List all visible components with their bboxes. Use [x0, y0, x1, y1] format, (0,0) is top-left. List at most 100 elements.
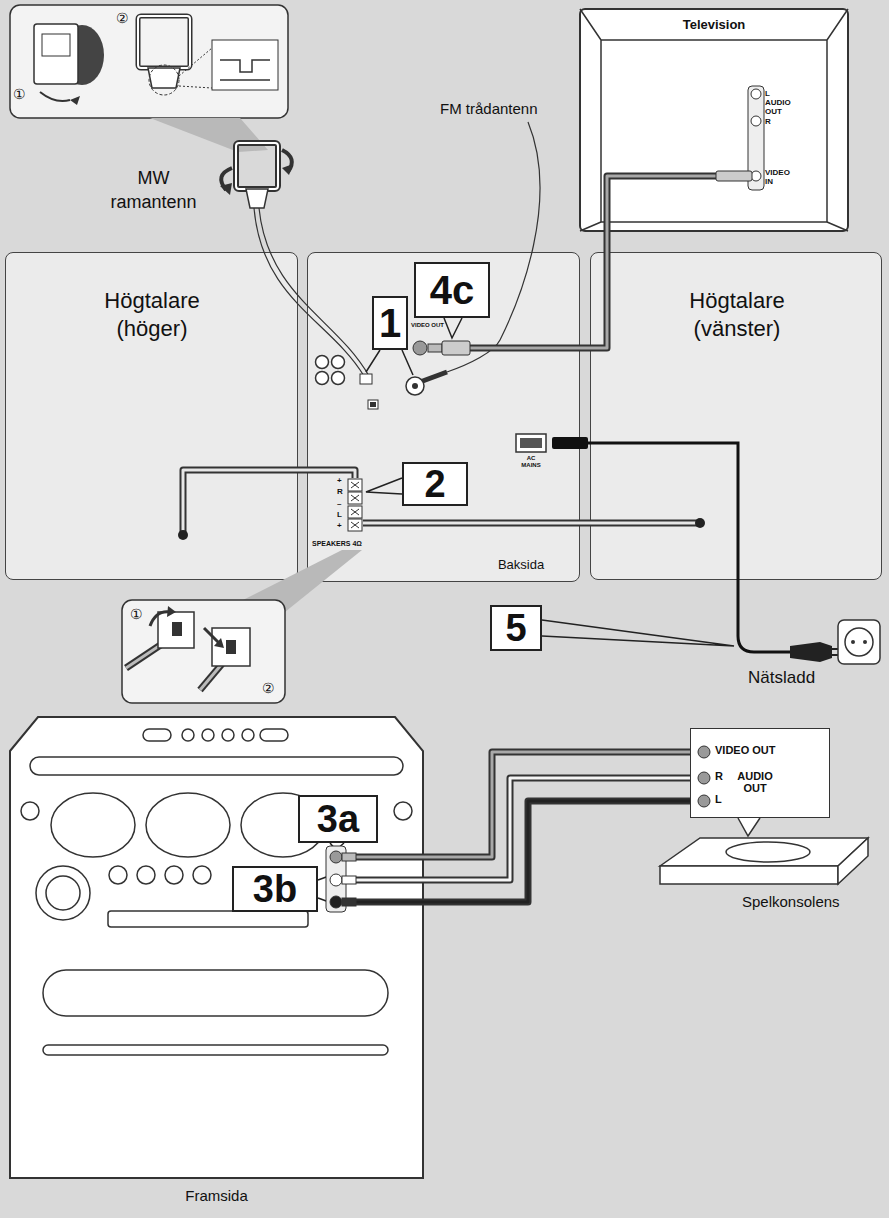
front-jacks-path	[356, 879, 425, 882]
rear-panel-details-rect	[516, 434, 546, 452]
speaker-wires-path	[307, 470, 355, 478]
terminal-label: +	[337, 476, 342, 486]
callout-pointers-path	[366, 350, 413, 375]
rear-panel-details-circle	[332, 356, 345, 369]
cable-connector-path	[425, 801, 690, 902]
jack-label: VIDEO OUT	[411, 322, 444, 329]
front-jacks-path	[356, 856, 425, 859]
speaker-wires-path	[363, 522, 580, 525]
jack-label-holder: R	[765, 117, 771, 126]
rear-panel-details-rect	[442, 341, 470, 355]
node-text-holder: Television	[579, 17, 849, 33]
terminal-label: +	[337, 521, 342, 531]
tv-jacks-path	[607, 176, 716, 232]
antenna-inset-ellipse	[60, 25, 104, 85]
speaker-box: Högtalare (vänster)	[590, 252, 882, 580]
callout-number: 3a	[298, 795, 378, 843]
socket-label-holder: AC MAINS	[519, 455, 543, 469]
rear-panel-details-rect	[348, 506, 362, 518]
rear-panel-details-rect	[368, 400, 378, 409]
jack-label-holder: L	[765, 89, 770, 98]
rear-panel-details-circle	[851, 640, 855, 644]
front-jacks-rect	[342, 876, 356, 884]
speaker-wires-circle	[695, 518, 705, 528]
rear-panel-details-path	[470, 347, 580, 350]
zoom-wedge	[150, 118, 268, 152]
tv-jacks-rect	[716, 171, 752, 181]
rear-panel-details-rect	[520, 438, 542, 448]
tv-jacks-circle	[751, 89, 761, 99]
rear-panel-details-circle	[412, 383, 418, 389]
callout-number-holder: 1	[372, 296, 408, 350]
part-label: MW ramantenn	[96, 166, 211, 214]
front-unit-outline-g-rect	[30, 757, 403, 775]
terminal-label-holder: +	[337, 476, 342, 486]
tv-outline	[579, 8, 849, 232]
step-number-holder: ①	[130, 606, 143, 623]
jack-label-holder: AUDIO OUT	[765, 98, 795, 116]
callout-number: 4c	[414, 262, 490, 318]
cable-connector-path	[580, 520, 590, 527]
speaker-box: Högtalare (höger)	[5, 252, 298, 580]
front-unit-outline-g-rect	[43, 970, 388, 1016]
fm-wire-antenna-path	[447, 122, 540, 372]
callout-number-holder: 5	[490, 605, 542, 651]
callout-pointers-path	[542, 620, 734, 646]
callout-number-holder: 4c	[414, 262, 490, 318]
jack-label: AUDIO OUT	[765, 98, 795, 116]
cable-connector-path	[580, 232, 607, 348]
jack-label-holder: VIDEO IN	[765, 168, 795, 186]
front-unit-outline-g-circle	[202, 729, 214, 741]
front-unit-outline-g-rect	[143, 729, 171, 741]
front-unit-outline-g-rect	[108, 911, 308, 927]
callout-number: 5	[490, 605, 542, 651]
part-label-holder: MW ramantenn	[96, 166, 211, 214]
antenna-inset-path	[70, 96, 80, 105]
rear-panel-details-circle	[406, 377, 424, 395]
front-unit-outline-g-ellipse	[51, 793, 135, 857]
antenna-inset-rect	[42, 34, 70, 56]
callout-pointers-path	[318, 876, 329, 902]
part-label: FM trådantenn	[440, 100, 538, 118]
game-console-polygon	[660, 866, 838, 884]
jack-label: R	[765, 117, 771, 126]
front-jacks-circle	[330, 896, 342, 908]
antenna-inset-rect	[138, 16, 190, 68]
socket-label: AC MAINS	[519, 455, 543, 469]
mw-loop-antenna-path	[282, 150, 292, 172]
tv-outline-path	[580, 9, 848, 222]
front-jacks-circle	[330, 851, 342, 863]
rear-panel-details-path	[832, 649, 840, 655]
step-number: ①	[130, 606, 143, 623]
game-console-circle	[698, 795, 710, 807]
terminal-inset-path	[126, 640, 168, 668]
terminal-inset-path	[204, 628, 220, 644]
zoom-wedge	[235, 550, 362, 612]
antenna-inset-path	[40, 92, 70, 101]
television-box: Television	[579, 8, 849, 232]
speaker-wires-path	[590, 520, 700, 527]
callout-number: 1	[372, 296, 408, 350]
part-label-holder: Nätsladd	[748, 668, 815, 688]
node-text-holder: Högtalare (vänster)	[662, 287, 812, 343]
game-console	[660, 746, 868, 884]
node-text: Baksida	[476, 557, 566, 573]
antenna-inset-rect	[212, 40, 278, 90]
step-number-holder: ②	[116, 10, 129, 27]
node-text-holder: L	[715, 793, 722, 805]
tv-jacks-rect	[748, 86, 764, 190]
mw-loop-antenna-path	[254, 208, 364, 376]
rear-panel-details-rect	[370, 402, 376, 407]
node-text-holder: VIDEO OUT	[715, 744, 776, 756]
mw-loop-antenna-rect	[236, 143, 278, 189]
terminal-inset-rect	[212, 628, 250, 666]
jack-label-holder: VIDEO OUT	[411, 322, 444, 329]
front-unit-outline-g-circle	[46, 876, 80, 910]
cable-connector-path	[298, 467, 307, 474]
node-text: VIDEO OUT	[715, 744, 776, 756]
cable-connector	[425, 752, 690, 857]
step-number: ①	[13, 86, 26, 103]
rear-panel-details-rect	[348, 479, 362, 491]
terminal-label-holder: +	[337, 521, 342, 531]
